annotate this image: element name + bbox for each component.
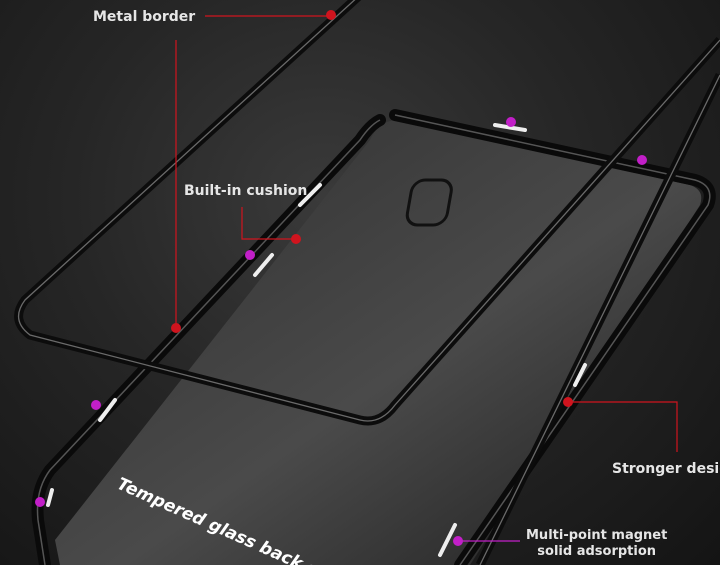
marker-metal-border-2	[171, 323, 181, 333]
marker-stronger	[563, 397, 573, 407]
callout-magnet-line1: Multi-point magnet	[526, 528, 668, 543]
callout-magnet-line2: solid adsorption	[537, 544, 657, 559]
camera-window	[405, 178, 453, 227]
callout-metal-border: Metal border	[93, 9, 196, 25]
callout-lines	[175, 15, 678, 452]
red-markers	[171, 10, 573, 407]
magnet-markers	[35, 117, 647, 546]
marker-cushion	[291, 234, 301, 244]
callout-stronger-design: Stronger design	[612, 461, 720, 477]
callout-built-in-cushion: Built-in cushion	[184, 183, 308, 199]
callout-multi-point-magnet: Multi-point magnet solid adsorption	[526, 528, 667, 560]
magnet-strips	[46, 123, 587, 557]
marker-metal-border	[326, 10, 336, 20]
